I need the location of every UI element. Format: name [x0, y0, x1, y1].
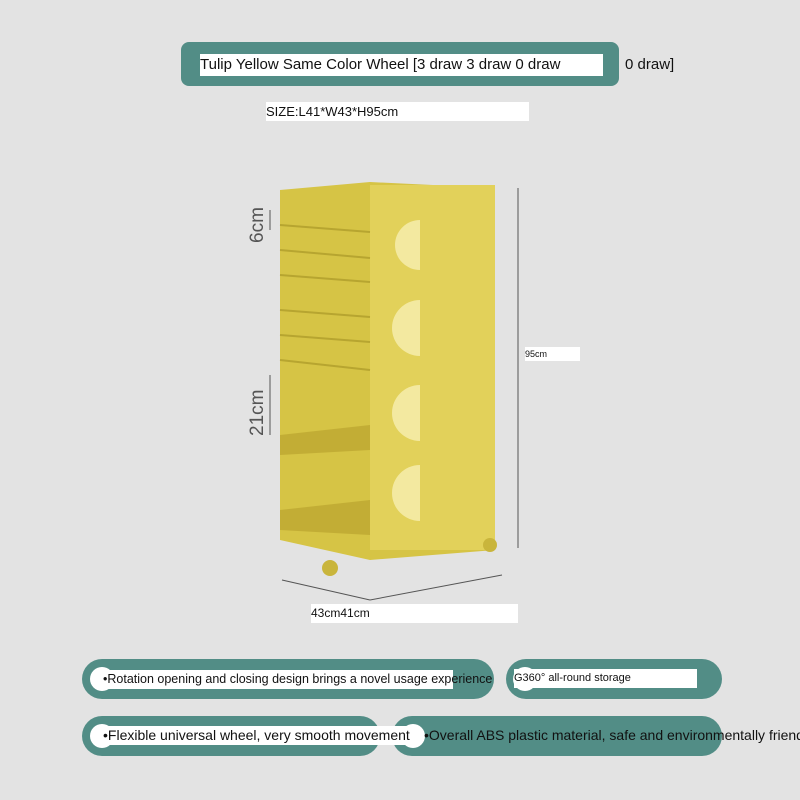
cart-body [279, 182, 497, 576]
footprint-label: 43cm41cm [311, 604, 518, 623]
feature-pill-4 [392, 716, 722, 756]
feature-3: •Flexible universal wheel, very smooth m… [103, 726, 410, 745]
size-label: SIZE:L41*W43*H95cm [266, 102, 529, 121]
title-tail: 0 draw] [625, 56, 675, 73]
feature-4: •Overall ABS plastic material, safe and … [424, 727, 800, 743]
dimension-lines [269, 188, 519, 601]
title-text: Tulip Yellow Same Color Wheel [3 draw 3 … [200, 54, 603, 76]
height-label: 95cm [525, 347, 580, 361]
shelf-gap-label: 21cm [247, 389, 268, 436]
feature-1: •Rotation opening and closing design bri… [103, 670, 492, 689]
feature-2: G360° all-round storage [514, 669, 697, 688]
drawer-height-label: 6cm [247, 207, 268, 243]
product-image-cart [269, 182, 519, 601]
